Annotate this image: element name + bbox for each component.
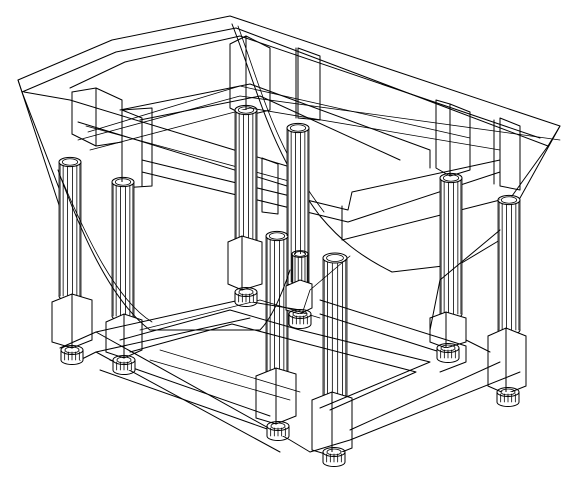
column <box>58 156 82 302</box>
column <box>497 194 521 336</box>
column <box>111 176 135 322</box>
base-frame <box>57 169 521 453</box>
column <box>322 252 348 402</box>
column <box>291 250 309 290</box>
column-foot <box>112 355 136 375</box>
column-foot <box>436 343 460 363</box>
column-foot <box>322 447 346 467</box>
feet <box>60 287 520 467</box>
column-foot <box>266 421 290 441</box>
column <box>234 104 258 246</box>
column <box>439 172 463 320</box>
upper-blocks <box>71 35 521 215</box>
column-foot <box>60 345 84 365</box>
lower-blocks <box>51 235 527 457</box>
column-foot <box>288 309 312 329</box>
column-foot <box>496 387 520 407</box>
column-foot <box>234 287 258 307</box>
